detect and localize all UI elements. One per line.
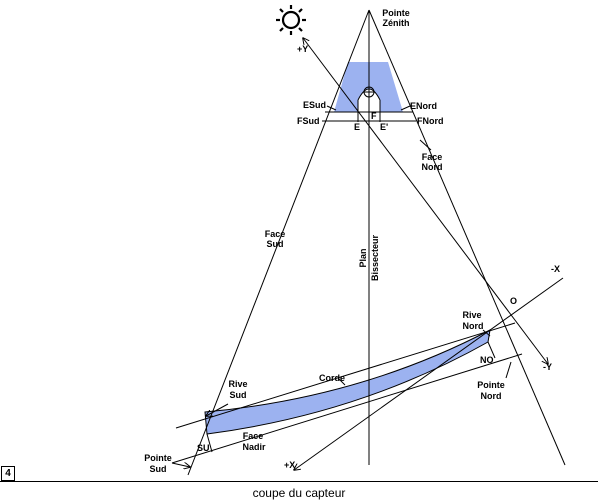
label-face-sud-2: Sud — [267, 239, 284, 249]
label-no: NO — [480, 355, 494, 365]
x-axis-line — [294, 277, 564, 470]
label-pointe-nord-1: Pointe — [477, 380, 505, 390]
label-bissecteur: Bissecteur — [370, 234, 380, 281]
leader-rive-sud — [206, 403, 229, 416]
label-pointe-sud-1: Pointe — [144, 453, 172, 463]
label-su: SU — [197, 443, 210, 453]
label-fsud: FSud — [297, 116, 320, 126]
face-nord-line — [368, 9, 566, 466]
diagram-canvas: Pointe Zénith +Y ESud FSud E F E' ENord … — [144, 5, 566, 476]
label-minus-x: -X — [551, 264, 560, 274]
leader-pointe-sud — [171, 463, 190, 467]
su-tick — [206, 433, 213, 453]
label-pointe-zenith-1: Pointe — [382, 8, 410, 18]
label-fnord: FNord — [417, 116, 444, 126]
label-plan: Plan — [358, 248, 368, 267]
label-rive-nord-1: Rive — [462, 310, 481, 320]
label-face-nord-1: Face — [422, 152, 443, 162]
y-axis-line — [303, 38, 548, 364]
label-pointe-sud-2: Sud — [150, 464, 167, 474]
label-minus-y: -Y — [543, 362, 552, 372]
enord-leader — [400, 105, 411, 111]
sun-icon — [276, 5, 306, 35]
corde-leader — [337, 377, 346, 386]
axes — [171, 38, 564, 470]
label-plus-y: +Y — [297, 44, 308, 54]
nadir-line — [171, 353, 523, 464]
label-rive-nord-2: Nord — [463, 321, 484, 331]
label-f: F — [371, 111, 377, 121]
structure-lines — [171, 9, 566, 476]
collector-body — [204, 329, 491, 435]
label-pointe-zenith-2: Zénith — [383, 18, 410, 28]
label-face-nord-2: Nord — [422, 162, 443, 172]
label-o: O — [510, 296, 517, 306]
bottom-rule — [0, 481, 598, 482]
label-e-prime: E' — [380, 122, 388, 132]
label-rive-sud-1: Rive — [228, 379, 247, 389]
label-esud: ESud — [303, 100, 326, 110]
label-plus-x: +X — [284, 460, 295, 470]
label-rive-sud-2: Sud — [230, 390, 247, 400]
label-pointe-nord-2: Nord — [481, 391, 502, 401]
label-e: E — [354, 122, 360, 132]
figure-number: 4 — [1, 466, 15, 481]
label-face-nadir-1: Face — [243, 431, 264, 441]
label-face-nadir-2: Nadir — [242, 442, 266, 452]
figure-caption: coupe du capteur — [252, 486, 346, 500]
label-enord: ENord — [410, 101, 437, 111]
label-corde: Corde — [319, 373, 345, 383]
label-face-sud-1: Face — [265, 229, 286, 239]
pointe-nord-leader — [505, 361, 512, 379]
